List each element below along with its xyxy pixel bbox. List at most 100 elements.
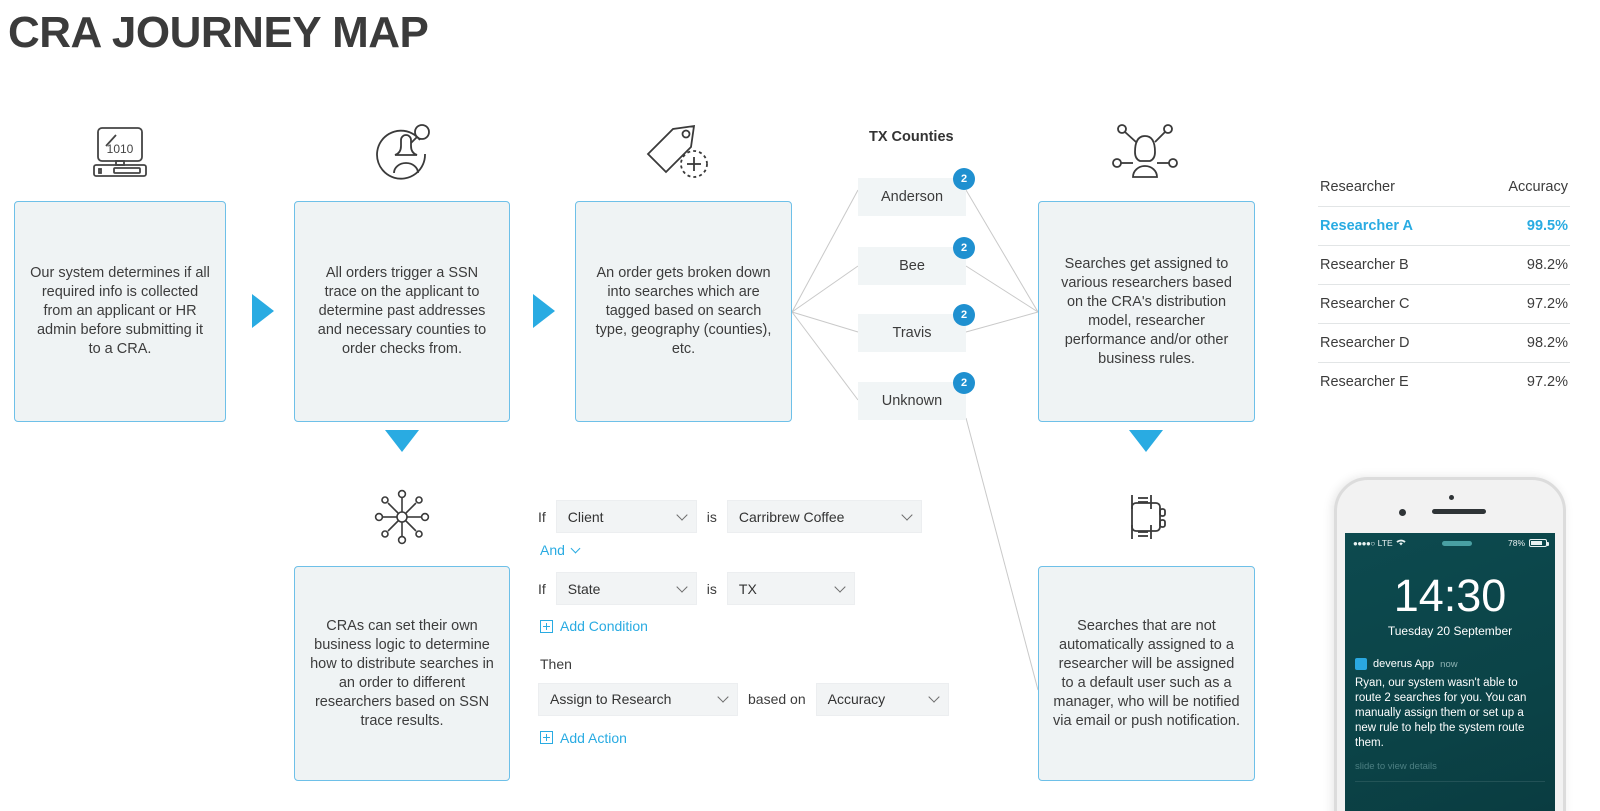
processor-chip-icon — [1118, 487, 1174, 547]
chevron-down-icon — [570, 543, 581, 554]
carrier-label: LTE — [1377, 538, 1393, 548]
county-badge-unknown: 2 — [953, 372, 975, 394]
cell-researcher-accuracy: 97.2% — [1526, 296, 1568, 312]
table-row[interactable]: Researcher C 97.2% — [1318, 284, 1570, 323]
basis-select[interactable]: Accuracy — [815, 682, 949, 716]
table-row[interactable]: Researcher D 98.2% — [1318, 323, 1570, 362]
step-card-4: Searches get assigned to various researc… — [1038, 201, 1255, 422]
step-card-3: An order gets broken down into searches … — [575, 201, 792, 422]
applicant-search-icon — [370, 120, 436, 186]
add-action-label: Add Action — [560, 729, 627, 746]
step-card-1: Our system determines if all required in… — [14, 201, 226, 422]
cell-researcher-accuracy: 98.2% — [1526, 257, 1568, 273]
plus-square-icon — [540, 731, 553, 744]
cell-researcher-name: Researcher C — [1320, 296, 1410, 312]
based-on-label: based on — [748, 691, 806, 707]
flow-arrow-down-left-icon — [385, 430, 419, 452]
branch-card-distribution-text: CRAs can set their own business logic to… — [310, 617, 494, 729]
cell-researcher-accuracy: 97.2% — [1526, 374, 1568, 390]
county-item-travis[interactable]: Travis — [858, 314, 966, 352]
proximity-sensor-icon — [1449, 495, 1454, 500]
push-notification[interactable]: deverus App now Ryan, our system wasn't … — [1355, 658, 1545, 782]
table-row[interactable]: Researcher B 98.2% — [1318, 245, 1570, 284]
cell-researcher-name: Researcher A — [1320, 218, 1413, 234]
and-operator-select[interactable]: And — [540, 542, 581, 558]
add-action-button[interactable]: Add Action — [540, 730, 627, 746]
cell-researcher-accuracy: 98.2% — [1526, 335, 1568, 351]
cell-researcher-accuracy: 99.5% — [1526, 218, 1568, 234]
county-badge-count: 2 — [960, 242, 968, 254]
tag-add-icon — [644, 120, 712, 186]
chevron-down-icon — [901, 508, 913, 521]
add-action-row: Add Action — [540, 730, 978, 750]
signal-strength-icon: ●●●●○ — [1353, 538, 1375, 548]
phone-status-bar: ●●●●○ LTE 78% — [1345, 533, 1555, 548]
and-operator-row: And — [540, 542, 978, 560]
chevron-down-icon — [927, 691, 940, 703]
table-row[interactable]: Researcher E 97.2% — [1318, 362, 1570, 401]
county-item-unknown[interactable]: Unknown — [858, 382, 966, 420]
notification-timestamp: now — [1440, 658, 1458, 670]
add-condition-label: Add Condition — [560, 618, 648, 634]
notification-slide-hint: slide to view details — [1355, 761, 1437, 772]
chevron-down-icon — [717, 691, 729, 703]
condition-row-1: If Client is Carribrew Coffee — [538, 500, 978, 533]
county-badge-count: 2 — [960, 173, 968, 185]
notification-app-name: deverus App — [1373, 658, 1435, 670]
county-badge-travis: 2 — [953, 304, 975, 326]
phone-mockup: ●●●●○ LTE 78% 14:30 Tuesday 20 September — [1334, 477, 1566, 811]
battery-percent-label: 78% — [1507, 538, 1525, 548]
condition-field-select-2[interactable]: State — [555, 572, 697, 605]
county-label: Anderson — [880, 189, 944, 205]
wifi-icon — [1396, 538, 1406, 548]
step-card-2-text: All orders trigger a SSN trace on the ap… — [317, 265, 487, 357]
and-operator-label: And — [540, 542, 565, 558]
table-row[interactable]: Researcher A 99.5% — [1318, 206, 1570, 245]
if-label-1: If — [538, 508, 546, 525]
counties-title: TX Counties — [869, 129, 954, 145]
cell-researcher-name: Researcher E — [1320, 374, 1409, 390]
condition-value-select-2[interactable]: TX — [726, 572, 855, 605]
app-icon — [1355, 658, 1367, 670]
distribution-hub-icon — [372, 487, 432, 547]
monitor-1010-icon: 1010 — [88, 122, 152, 186]
status-bar-pill — [1441, 540, 1472, 546]
branch-card-distribution: CRAs can set their own business logic to… — [294, 566, 510, 781]
then-label: Then — [540, 655, 572, 672]
condition-value-text-1: Carribrew Coffee — [738, 508, 845, 525]
plus-square-icon — [540, 619, 553, 633]
condition-value-select-1[interactable]: Carribrew Coffee — [726, 500, 922, 533]
condition-field-select-1[interactable]: Client — [555, 500, 697, 533]
is-label-2: is — [706, 580, 717, 597]
branch-card-default-user-text: Searches that are not automatically assi… — [1053, 617, 1240, 729]
step-card-4-text: Searches get assigned to various researc… — [1061, 255, 1232, 367]
column-header-researcher: Researcher — [1320, 179, 1395, 195]
notification-body: Ryan, our system wasn't able to route 2 … — [1355, 677, 1527, 749]
county-label: Unknown — [881, 393, 943, 409]
county-item-anderson[interactable]: Anderson — [858, 178, 966, 216]
chevron-down-icon — [834, 580, 846, 593]
county-badge-anderson: 2 — [953, 168, 975, 190]
lock-screen-date: Tuesday 20 September — [1387, 624, 1513, 638]
front-camera-icon — [1399, 509, 1406, 516]
chevron-down-icon — [676, 580, 688, 593]
step-card-1-text: Our system determines if all required in… — [30, 265, 210, 357]
table-header-row: Researcher Accuracy — [1318, 168, 1570, 206]
column-header-accuracy: Accuracy — [1508, 179, 1568, 195]
add-condition-button[interactable]: Add Condition — [540, 618, 648, 634]
add-condition-row: Add Condition — [540, 618, 978, 638]
is-label-1: is — [706, 508, 717, 525]
county-badge-count: 2 — [960, 377, 968, 389]
lock-screen-time: 14:30 — [1393, 570, 1507, 621]
action-select[interactable]: Assign to Research — [538, 682, 738, 716]
action-value: Assign to Research — [550, 691, 672, 707]
county-badge-count: 2 — [960, 309, 968, 321]
researcher-network-icon — [1110, 120, 1180, 186]
county-item-bee[interactable]: Bee — [858, 247, 966, 285]
svg-text:1010: 1010 — [107, 142, 134, 156]
cell-researcher-name: Researcher B — [1320, 257, 1409, 273]
chevron-down-icon — [676, 508, 688, 521]
battery-icon — [1529, 539, 1549, 547]
step-card-2: All orders trigger a SSN trace on the ap… — [294, 201, 510, 422]
